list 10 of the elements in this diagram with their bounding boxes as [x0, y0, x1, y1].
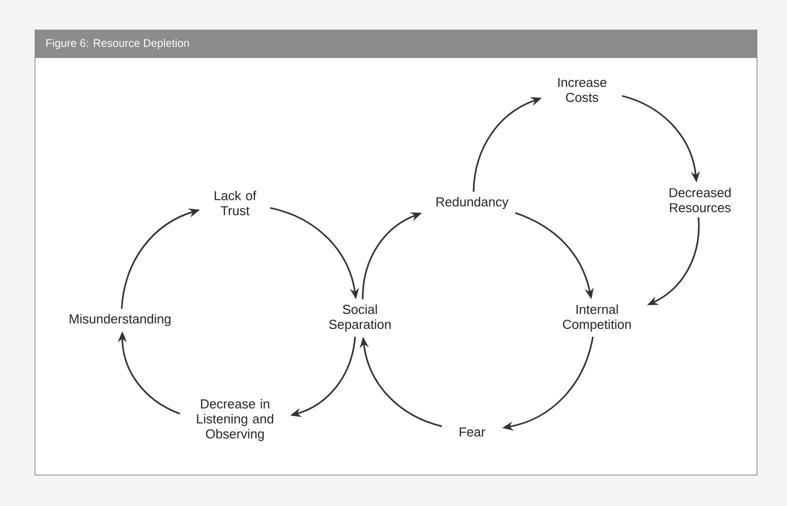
- title-bar: Figure 6: Resource Depletion: [35, 30, 757, 58]
- node-label: Fear: [460, 427, 486, 437]
- node-label: Decrease in Listening and Observing: [197, 398, 274, 442]
- node-label: Decreased Resources: [670, 188, 731, 212]
- node-label: Internal Competition: [562, 304, 631, 332]
- node-label: Social Separation: [329, 304, 391, 332]
- node-label: Redundancy: [436, 196, 508, 210]
- node-label: Increase Costs: [558, 78, 606, 102]
- node-label: Misunderstanding: [70, 314, 170, 326]
- node-label: Lack of Trust: [214, 190, 256, 216]
